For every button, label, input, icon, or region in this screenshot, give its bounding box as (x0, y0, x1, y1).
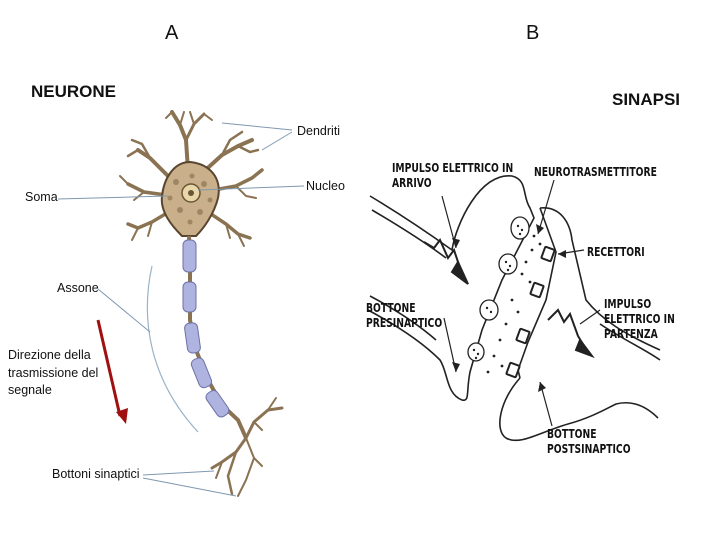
synaptic-vesicles (467, 216, 530, 362)
soma-texture (167, 173, 213, 225)
panel-a-letter: A (165, 22, 179, 44)
neuron-title: NEURONE (31, 82, 117, 101)
direction-arrow (96, 319, 128, 424)
soma-label: Soma (25, 190, 58, 204)
receptors-shapes (505, 245, 556, 379)
synapse-membranes (367, 175, 661, 442)
axon-label: Assone (57, 281, 99, 295)
neuron-dendrites (119, 110, 264, 247)
receptors-label: RECETTORI (587, 244, 645, 259)
impulse-out-label: IMPULSO ELETTRICO IN PARTENZA (604, 296, 675, 341)
impulse-in-label: IMPULSO ELETTRICO IN ARRIVO (392, 160, 514, 190)
axon-bracket (146, 265, 199, 433)
neurotransmitter-label: NEUROTRASMETTITORE (534, 164, 657, 179)
myelin-sheath (182, 239, 230, 418)
direction-label: Direzione della trasmissione del segnale (8, 348, 99, 397)
synaptic-buttons-label: Bottoni sinaptici (52, 467, 140, 481)
impulse-out-wave (547, 308, 595, 359)
neuron-leader-lines (57, 122, 305, 497)
panel-b-letter: B (526, 22, 540, 44)
synapse-title: SINAPSI (612, 90, 681, 109)
axon-terminals (210, 397, 284, 497)
dendrites-label: Dendriti (297, 124, 341, 138)
nucleus-label: Nucleo (306, 179, 345, 193)
presynaptic-label: BOTTONE PRESINAPTICO (366, 300, 443, 330)
postsynaptic-label: BOTTONE POSTSINAPTICO (547, 426, 631, 456)
impulse-in-wave (423, 238, 469, 285)
neurotransmitter-dots (472, 224, 542, 374)
